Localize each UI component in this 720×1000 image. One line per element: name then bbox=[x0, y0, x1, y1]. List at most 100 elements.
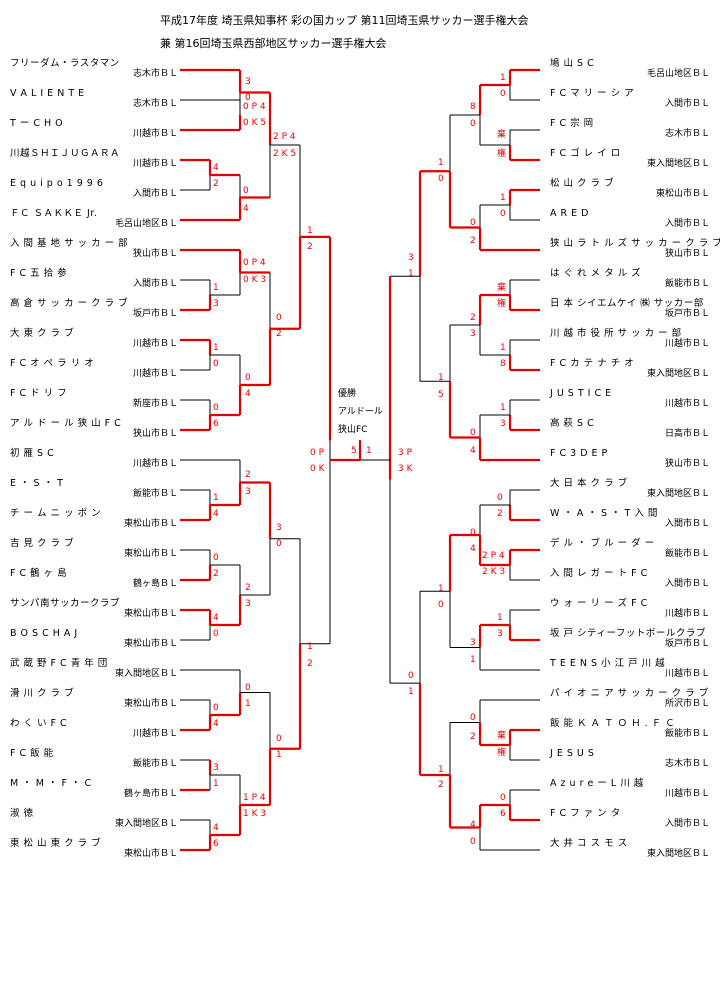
team-name: 狭 山 ラ ト ル ズ サ ッ カ ー ク ラ ブ bbox=[550, 238, 720, 249]
team-area: 川越市ＢＬ bbox=[664, 789, 710, 799]
team-entry: A z u r e ー L 川 越川越市ＢＬ bbox=[550, 778, 710, 800]
score-label: 2 bbox=[307, 659, 313, 669]
score-label: 3 K bbox=[398, 464, 413, 474]
team-name: F C オ ペ ラ リ オ bbox=[10, 358, 95, 369]
team-area: 入間市ＢＬ bbox=[664, 519, 710, 529]
score-label: 5 bbox=[351, 446, 357, 456]
team-name: F C 3 D E P bbox=[550, 448, 608, 459]
team-entry: 松 山 ク ラ ブ東松山市ＢＬ bbox=[550, 178, 710, 200]
score-label: 権 bbox=[497, 299, 507, 309]
team-name: 吉 見 ク ラ ブ bbox=[10, 538, 75, 549]
team-name: 武 蔵 野 F C 青 年 団 bbox=[10, 658, 108, 669]
team-entry: 東 松 山 東 ク ラ ブ東松山市ＢＬ bbox=[10, 838, 178, 860]
team-name: 川越ＳＨＩＪＵＧＡＲＡ bbox=[10, 148, 121, 159]
team-name: E ・ S ・ T bbox=[10, 478, 64, 489]
champion-name-1: アルドール bbox=[338, 407, 383, 417]
team-area: 飯能市ＢＬ bbox=[132, 759, 178, 769]
team-name: サンパ南サッカークラブ bbox=[10, 598, 121, 609]
team-name: F C 宗 岡 bbox=[550, 118, 594, 129]
team-name: ア ル ド ー ル 狭 山 F C bbox=[10, 418, 122, 429]
team-area: 新座市ＢＬ bbox=[132, 399, 178, 409]
team-area: 東松山市ＢＬ bbox=[123, 639, 178, 649]
score-label: 3 bbox=[497, 629, 503, 639]
team-name: F C カ テ ナ チ オ bbox=[550, 358, 635, 369]
team-name: F C 五 拾 参 bbox=[10, 268, 68, 279]
team-area: 川越市ＢＬ bbox=[132, 459, 178, 469]
score-label: 0 bbox=[213, 629, 219, 639]
team-name: 入 間 基 地 サ ッ カ ー 部 bbox=[10, 238, 129, 249]
champion-name-2: 狭山FC bbox=[338, 425, 368, 435]
score-label: 0 bbox=[213, 403, 219, 413]
team-name: 大 井 コ ス モ ス bbox=[550, 838, 628, 849]
score-label: 0 bbox=[276, 539, 282, 549]
page-title-line2: 兼 第16回埼玉県西部地区サッカー選手権大会 bbox=[160, 37, 387, 50]
score-label: 6 bbox=[500, 809, 506, 819]
team-entry: 滑 川 ク ラ ブ東松山市ＢＬ bbox=[10, 688, 178, 710]
score-label: 2 K 3 bbox=[482, 567, 506, 577]
score-label: 0 bbox=[500, 89, 506, 99]
team-name: 東 松 山 東 ク ラ ブ bbox=[10, 838, 102, 849]
score-label: 5 bbox=[438, 390, 444, 400]
team-entry: 初 雁 S C 川越市ＢＬ bbox=[10, 448, 178, 470]
team-area: 飯能市ＢＬ bbox=[664, 279, 710, 289]
score-label: 1 bbox=[408, 687, 414, 697]
team-name: 淑 徳 bbox=[10, 808, 34, 819]
score-label: 棄 bbox=[497, 130, 507, 140]
team-entry: 大 井 コ ス モ ス東入間地区ＢＬ bbox=[550, 838, 710, 860]
score-label: 3 bbox=[213, 763, 219, 773]
team-area: 東入間地区ＢＬ bbox=[646, 369, 710, 379]
score-label: 0 bbox=[438, 174, 444, 184]
team-entry: 坂 戸 シティーフットボールクラブ坂戸市ＢＬ bbox=[550, 628, 710, 650]
team-name: 初 雁 S C bbox=[10, 448, 55, 459]
page-title-line1: 平成17年度 埼玉県知事杯 彩の国カップ 第11回埼玉県サッカー選手権大会 bbox=[160, 14, 529, 27]
score-label: 3 bbox=[276, 523, 282, 533]
score-label: 0 P 4 bbox=[243, 258, 266, 268]
score-label: 1 bbox=[500, 193, 506, 203]
score-label: 0 bbox=[213, 703, 219, 713]
score-label: 1 bbox=[470, 655, 476, 665]
score-label: 2 P 4 bbox=[482, 551, 505, 561]
score-label: 2 bbox=[438, 780, 444, 790]
team-entry: 淑 徳東入間地区ＢＬ bbox=[10, 808, 178, 830]
score-label: 1 bbox=[438, 765, 444, 775]
team-area: 東松山市ＢＬ bbox=[123, 849, 178, 859]
score-label: 1 bbox=[307, 226, 313, 236]
score-label: 0 bbox=[245, 373, 251, 383]
team-entry: F C フ ァ ン タ入間市ＢＬ bbox=[550, 808, 710, 830]
team-name: F C 鶴 ヶ 島 bbox=[10, 568, 68, 579]
team-name: W ・ A ・ S ・ T 入 間 bbox=[550, 508, 658, 519]
team-entry: F C マ リ ー シ ア入間市ＢＬ bbox=[550, 88, 710, 110]
team-area: 坂戸市ＢＬ bbox=[132, 309, 178, 319]
team-area: 飯能市ＢＬ bbox=[664, 549, 710, 559]
team-area: 志木市ＢＬ bbox=[132, 69, 178, 79]
team-area: 入間市ＢＬ bbox=[664, 819, 710, 829]
score-label: 権 bbox=[497, 748, 507, 758]
score-label: 2 bbox=[245, 470, 251, 480]
score-label: 0 bbox=[497, 493, 503, 503]
team-entry: 入 間 基 地 サ ッ カ ー 部狭山市ＢＬ bbox=[10, 238, 178, 260]
team-area: 入間市ＢＬ bbox=[132, 189, 178, 199]
team-name: 飯 能 Ｋ Ａ Ｔ Ｏ Ｈ . Ｆ Ｃ bbox=[550, 718, 676, 729]
score-label: 0 bbox=[408, 671, 414, 681]
team-name: 滑 川 ク ラ ブ bbox=[10, 688, 75, 699]
team-area: 川越市ＢＬ bbox=[132, 729, 178, 739]
team-entry: フリーダム・ラスタマン志木市ＢＬ bbox=[10, 58, 178, 80]
team-name: デ ル ・ ブ ル ー ダ ー bbox=[550, 538, 655, 549]
score-label: 2 P 4 bbox=[273, 132, 296, 142]
team-area: 東松山市ＢＬ bbox=[123, 699, 178, 709]
team-name: 松 山 ク ラ ブ bbox=[550, 178, 615, 189]
team-area: 入間市ＢＬ bbox=[664, 99, 710, 109]
score-label: 2 bbox=[470, 313, 476, 323]
score-label: 1 bbox=[438, 158, 444, 168]
team-area: 東入間地区ＢＬ bbox=[646, 849, 710, 859]
score-label: 2 bbox=[276, 329, 282, 339]
team-name: J E S U S bbox=[550, 748, 595, 759]
score-label: 2 bbox=[245, 583, 251, 593]
team-entry: F C カ テ ナ チ オ東入間地区ＢＬ bbox=[550, 358, 710, 380]
